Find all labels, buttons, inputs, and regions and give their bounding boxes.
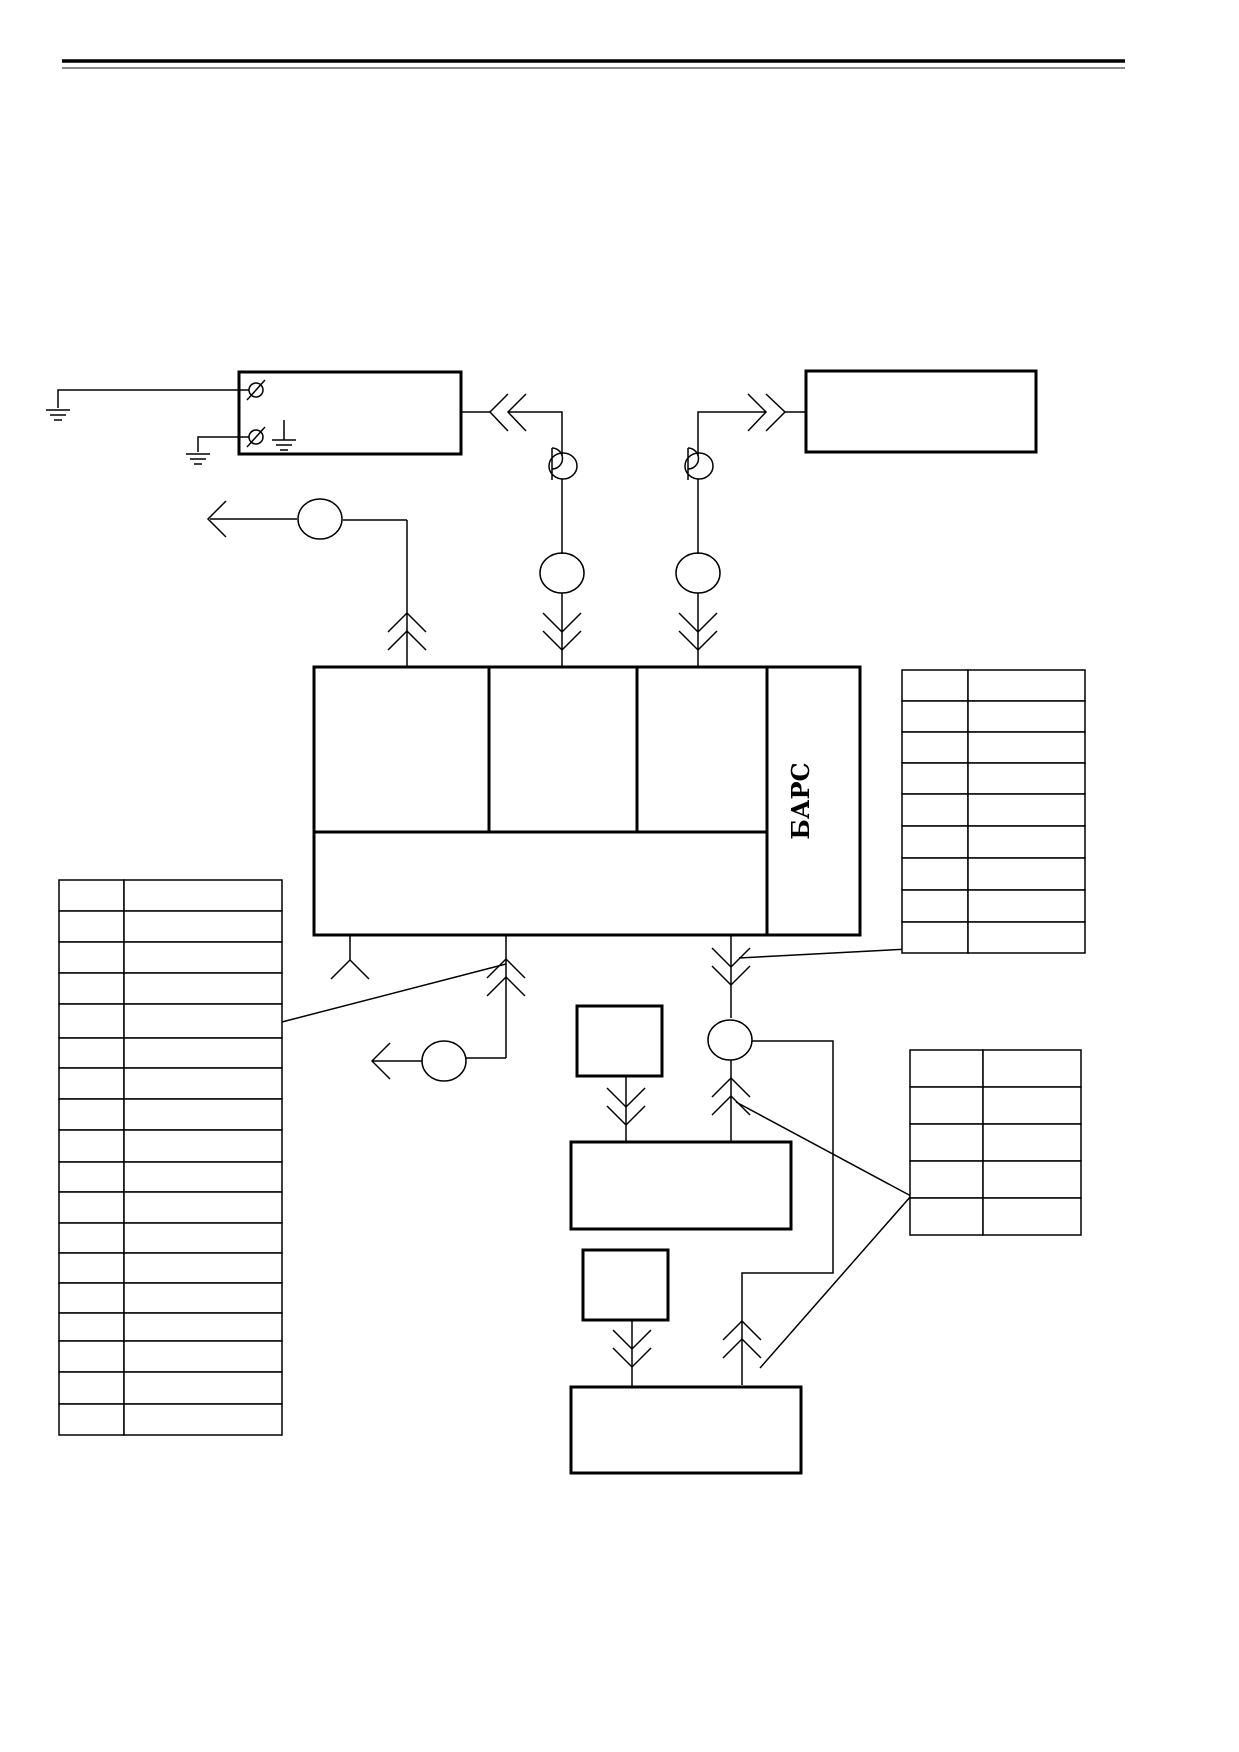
table-cell — [123, 1252, 283, 1284]
table-cell — [58, 1403, 125, 1436]
ground-icon — [272, 420, 296, 451]
table-cell — [123, 1037, 283, 1069]
table-cell — [901, 669, 969, 702]
table-cell — [967, 825, 1086, 859]
table-cell — [901, 825, 969, 859]
ground-icon — [186, 436, 249, 465]
table-cell — [58, 1222, 125, 1254]
leader-line — [277, 948, 912, 1369]
table-cell — [967, 889, 1086, 923]
table-cell — [909, 1086, 984, 1125]
table-cell — [123, 1191, 283, 1224]
table-cell — [58, 1371, 125, 1405]
output-arrow — [370, 935, 526, 1082]
table-cell — [123, 1222, 283, 1254]
connector-line — [707, 935, 834, 1385]
table-cell — [967, 857, 1086, 891]
cell-table — [58, 879, 283, 1436]
output-arrow — [206, 498, 427, 667]
main-block: БАРС — [312, 665, 862, 937]
table-cell — [967, 731, 1086, 764]
table-cell — [967, 921, 1086, 954]
table-cell — [982, 1160, 1082, 1199]
table-cell — [58, 1252, 125, 1284]
table-cell — [123, 1340, 283, 1373]
table-cell — [58, 941, 125, 974]
table-cell — [901, 921, 969, 954]
top-right-box — [804, 369, 1038, 454]
table-cell — [909, 1049, 984, 1088]
table-cell — [123, 879, 283, 912]
table-cell — [967, 762, 1086, 795]
table-cell — [58, 1161, 125, 1193]
ground-icon — [46, 389, 249, 421]
table-cell — [901, 731, 969, 764]
table-cell — [909, 1160, 984, 1199]
table-cell — [58, 1282, 125, 1314]
table-cell — [982, 1123, 1082, 1162]
cell-table — [909, 1049, 1082, 1236]
table-cell — [901, 889, 969, 923]
lower-box — [569, 1140, 793, 1231]
table-cell — [123, 1161, 283, 1193]
table-cell — [58, 1003, 125, 1039]
table-cell — [123, 1003, 283, 1039]
table-cell — [123, 972, 283, 1005]
table-cell — [58, 1312, 125, 1342]
small-square-box — [575, 1004, 664, 1078]
table-cell — [909, 1123, 984, 1162]
table-cell — [58, 1191, 125, 1224]
connector-line — [461, 393, 585, 667]
table-cell — [123, 1282, 283, 1314]
table-cell — [901, 762, 969, 795]
table-cell — [123, 1312, 283, 1342]
table-cell — [58, 1037, 125, 1069]
table-cell — [982, 1197, 1082, 1236]
table-cell — [58, 1129, 125, 1163]
table-cell — [123, 1129, 283, 1163]
table-cell — [901, 857, 969, 891]
table-cell — [123, 941, 283, 974]
table-cell — [982, 1049, 1082, 1088]
table-cell — [123, 1403, 283, 1436]
table-cell — [58, 972, 125, 1005]
table-cell — [58, 1340, 125, 1373]
table-cell — [909, 1197, 984, 1236]
table-cell — [123, 1371, 283, 1405]
table-cell — [58, 879, 125, 912]
table-cell — [123, 1098, 283, 1131]
table-cell — [967, 700, 1086, 733]
connector-line — [606, 1076, 646, 1142]
header-rule — [62, 59, 1125, 69]
connector-line — [675, 393, 806, 667]
connector-line — [330, 935, 370, 980]
block-label: БАРС — [786, 762, 815, 839]
table-cell — [58, 1067, 125, 1100]
small-square-box — [581, 1248, 670, 1322]
lower-box — [569, 1385, 803, 1475]
table-cell — [967, 669, 1086, 702]
table-cell — [58, 1098, 125, 1131]
table-cell — [123, 910, 283, 943]
table-cell — [982, 1086, 1082, 1125]
table-cell — [123, 1067, 283, 1100]
terminal-box — [237, 370, 463, 456]
table-cell — [967, 793, 1086, 827]
connector-line — [612, 1320, 652, 1387]
table-cell — [58, 910, 125, 943]
table-cell — [901, 700, 969, 733]
cell-table — [901, 669, 1086, 954]
table-cell — [901, 793, 969, 827]
